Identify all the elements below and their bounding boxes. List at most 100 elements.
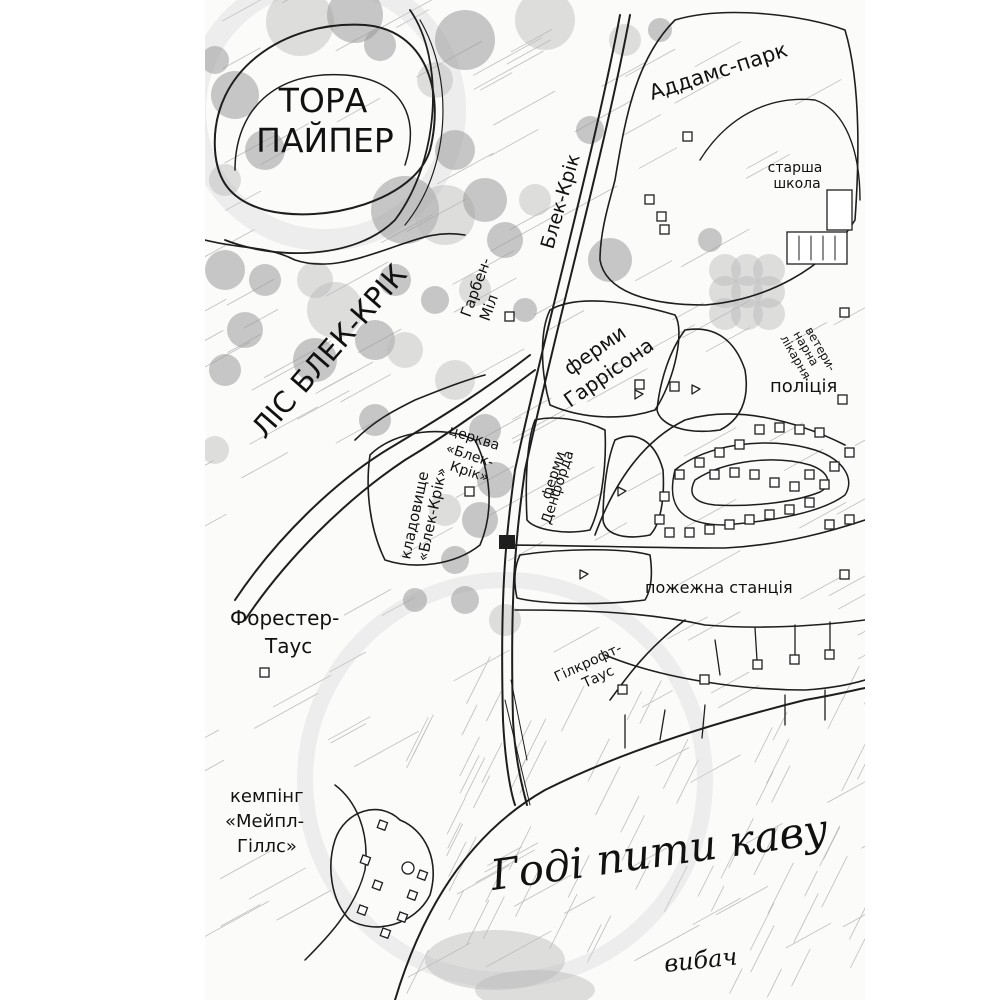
- lane-stub: [701, 704, 706, 739]
- tent-icon: [371, 879, 384, 892]
- house-icon: [659, 224, 670, 235]
- hatch-stroke: [459, 755, 480, 794]
- hatch-stroke: [793, 893, 819, 943]
- tent-icon: [379, 927, 392, 940]
- hatch-stroke: [655, 747, 690, 767]
- farm-marker-icon: [579, 569, 589, 580]
- fire-station-field: [514, 548, 653, 605]
- hatch-stroke: [519, 740, 547, 794]
- hatch-stroke: [205, 229, 255, 258]
- tree-blot: [462, 502, 498, 538]
- hatch-stroke: [746, 150, 779, 170]
- hatch-stroke: [399, 527, 453, 557]
- hatch-stroke: [241, 452, 289, 479]
- hatch-stroke: [484, 842, 539, 873]
- hatch-stroke: [466, 656, 491, 705]
- tree-blot: [364, 29, 396, 61]
- label-addams-park: Аддамс-парк: [646, 37, 790, 104]
- hatch-stroke: [509, 199, 565, 231]
- hatch-stroke: [767, 862, 794, 915]
- house-icon: [704, 524, 715, 535]
- house-icon: [752, 659, 763, 670]
- farm-marker-icon: [634, 389, 644, 400]
- hatch-stroke: [697, 865, 714, 897]
- hatch-stroke: [794, 79, 842, 106]
- house-icon: [259, 667, 270, 678]
- hatch-stroke: [635, 260, 673, 282]
- tree-blot: [435, 130, 475, 170]
- hatch-stroke: [456, 864, 510, 895]
- hatch-stroke: [639, 680, 662, 724]
- tree-blot: [441, 546, 469, 574]
- hatch-stroke: [561, 685, 585, 732]
- hatch-stroke: [534, 297, 566, 316]
- hatch-stroke: [547, 310, 585, 331]
- hatch-stroke: [205, 900, 270, 937]
- hatch-stroke: [253, 692, 319, 729]
- hatch-stroke: [685, 498, 737, 528]
- hatch-stroke: [587, 915, 612, 963]
- tree-blot: [709, 254, 741, 286]
- house-icon: [789, 481, 800, 492]
- tree-blot: [403, 588, 427, 612]
- hatch-stroke: [249, 406, 318, 445]
- high-school-building: [786, 189, 853, 265]
- hatch-stroke: [587, 738, 610, 782]
- hatch-stroke: [396, 9, 430, 28]
- tree-blot: [519, 184, 551, 216]
- hatch-stroke: [755, 771, 774, 806]
- hatch-stroke: [836, 498, 865, 515]
- hatch-stroke: [848, 907, 865, 940]
- label-campsite-line2: «Мейпл-: [225, 811, 304, 832]
- tree-blot: [469, 414, 501, 446]
- hatch-stroke: [863, 702, 865, 705]
- lane-stub: [659, 709, 666, 741]
- tree-blot: [459, 274, 491, 306]
- hatch-stroke: [485, 868, 503, 903]
- hand-drawn-town-map: ТОРА ПАЙПЕР ЛІС БЛЕК-КРІК Блек-Крік Адда…: [205, 0, 865, 1000]
- denford-farms-plot: [525, 417, 607, 533]
- hatch-stroke: [485, 930, 552, 968]
- hatch-stroke: [785, 922, 832, 949]
- hatch-stroke: [626, 691, 642, 721]
- tree-blot: [489, 604, 521, 636]
- hatch-stroke: [663, 865, 688, 912]
- tree-blot: [227, 312, 263, 348]
- lane-stub: [714, 639, 721, 676]
- hatch-stroke: [821, 856, 848, 908]
- house-icon: [684, 527, 695, 538]
- hatch-stroke: [343, 588, 392, 616]
- hatch-stroke: [791, 948, 811, 987]
- hatch-stroke: [627, 847, 667, 870]
- hatch-stroke: [220, 904, 261, 927]
- house-icon: [644, 194, 655, 205]
- hatch-stroke: [549, 893, 578, 949]
- forest-boundary: [205, 232, 486, 441]
- hatch-stroke: [473, 775, 491, 809]
- hatch-stroke: [641, 690, 673, 708]
- hatch-stroke: [563, 896, 596, 914]
- hatch-stroke: [666, 616, 708, 640]
- hatch-stroke: [621, 815, 645, 861]
- house-icon: [699, 674, 710, 685]
- house-icon: [754, 424, 765, 435]
- hatch-stroke: [482, 896, 505, 939]
- house-icon: [714, 447, 725, 458]
- label-fire-station: пожежна станція: [645, 578, 793, 597]
- hatch-stroke: [682, 300, 750, 339]
- tree-blot: [245, 130, 285, 170]
- garrison-farms-plot: [541, 300, 680, 418]
- hatch-stroke: [276, 889, 332, 921]
- hatch-stroke: [676, 759, 699, 804]
- lake-shore: [304, 687, 865, 1000]
- tree-blot: [379, 264, 411, 296]
- tree-blot: [753, 276, 785, 308]
- hatch-stroke: [321, 372, 353, 391]
- house-icon: [744, 514, 755, 525]
- handwritten-note-sorry: вибач: [663, 942, 739, 978]
- house-icon: [839, 307, 850, 318]
- tree-blot: [209, 164, 241, 196]
- label-forester-taus-line1: Форестер-: [230, 606, 339, 630]
- hatch-stroke: [729, 968, 743, 994]
- hatch-stroke: [804, 870, 818, 897]
